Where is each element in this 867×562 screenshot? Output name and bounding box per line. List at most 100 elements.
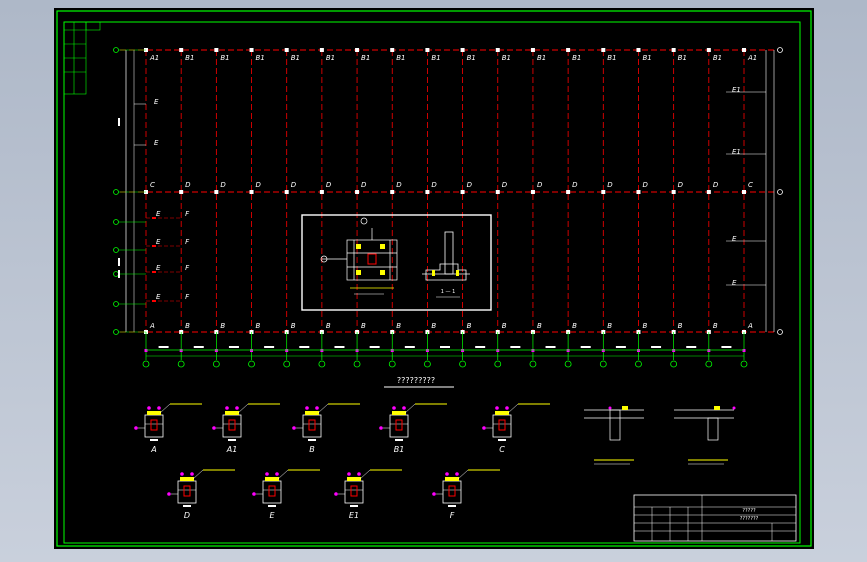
left-lower-label: E <box>156 210 161 218</box>
detail-label: B <box>309 445 315 454</box>
top-axis-label: B1 <box>713 54 722 62</box>
top-axis-label: B1 <box>185 54 194 62</box>
detail-dimension <box>268 505 276 507</box>
detail-dimension <box>395 439 403 441</box>
detail-marker-side <box>252 492 256 496</box>
detail-marker <box>357 472 361 476</box>
bottom-axis-label: B <box>713 322 718 330</box>
axis-bubble-left <box>113 247 119 253</box>
column-marker <box>460 48 465 52</box>
mid-axis-label: D <box>713 181 719 189</box>
right-lower-label: E <box>732 235 737 243</box>
detail-dimension <box>183 505 191 507</box>
detail-b1: B1 <box>379 403 447 454</box>
detail-leader <box>192 469 204 480</box>
detail-anchor-bolts <box>147 411 161 415</box>
axis-bubble <box>177 360 185 368</box>
top-axis-label: B1 <box>220 54 229 62</box>
section-title: ????????? <box>397 376 435 385</box>
detail-anchor-bolts <box>392 411 406 415</box>
mid-axis-label: D <box>185 181 191 189</box>
mid-axis-label: D <box>537 181 543 189</box>
column-marker <box>214 190 219 194</box>
detail-c: C <box>482 403 550 454</box>
mid-axis-label: D <box>678 181 684 189</box>
dimension-tick <box>179 349 183 352</box>
bottom-axis-label: B <box>678 322 683 330</box>
axis-bubble <box>318 360 326 368</box>
column-marker <box>601 48 606 52</box>
column-marker <box>706 190 711 194</box>
detail-dimension <box>350 505 358 507</box>
axis-bubble <box>353 360 361 368</box>
dimension-tick <box>636 349 640 352</box>
revision-table <box>63 21 101 95</box>
detail-a1: A1 <box>212 403 280 454</box>
detail-dimension <box>498 439 506 441</box>
detail-label: D <box>184 511 190 520</box>
left-lower-f-label: F <box>185 293 190 301</box>
detail-anchor-bolts <box>495 411 509 415</box>
detail-marker <box>180 472 184 476</box>
mid-axis-label: D <box>256 181 262 189</box>
top-axis-label: B1 <box>256 54 265 62</box>
detail-column <box>498 419 506 431</box>
left-upper-label: E <box>154 98 159 106</box>
column-marker <box>179 48 184 52</box>
axis-bubble <box>529 360 537 368</box>
detail-a: A <box>134 403 202 454</box>
dimension-tick <box>461 349 465 352</box>
column-marker <box>566 48 571 52</box>
top-axis-label: B1 <box>642 54 651 62</box>
left-lower-f-label: F <box>185 210 190 218</box>
detail-marker-side <box>212 426 216 430</box>
detail-column <box>150 419 158 431</box>
top-axis-label: A1 <box>747 54 757 62</box>
bottom-axis-label: A <box>149 322 155 330</box>
column-marker <box>495 48 500 52</box>
top-axis-label: B1 <box>396 54 405 62</box>
column-marker <box>425 190 430 194</box>
axis-bubble <box>494 360 502 368</box>
detail-dimension <box>150 439 158 441</box>
detail-dimension <box>308 439 316 441</box>
column-marker <box>390 190 395 194</box>
detail-label: A <box>150 445 156 454</box>
top-axis-label: B1 <box>537 54 546 62</box>
dimension-text <box>615 346 626 348</box>
axis-bubble <box>388 360 396 368</box>
top-axis-label: B1 <box>326 54 335 62</box>
detail-column <box>395 419 403 431</box>
detail-marker <box>157 406 161 410</box>
top-axis-label: B1 <box>291 54 300 62</box>
column-marker <box>319 48 324 52</box>
left-upper-label: E <box>154 139 159 147</box>
foundation-detail-box: 1 — 1 <box>301 214 492 311</box>
detail-label: E <box>269 511 275 520</box>
dimension-text <box>440 346 450 348</box>
detail-marker <box>445 472 449 476</box>
axis-bubble-right <box>777 47 783 53</box>
dimension-tick <box>355 349 359 352</box>
detail-marker-side <box>432 492 436 496</box>
bottom-axis-label: B <box>396 322 401 330</box>
detail-anchor-bolts <box>265 477 279 481</box>
detail-marker <box>265 472 269 476</box>
detail-d: D <box>167 469 235 520</box>
dimension-text <box>228 346 239 348</box>
mid-axis-label: C <box>150 181 155 189</box>
detail-anchor-bolts <box>305 411 319 415</box>
axis-bubble-left <box>113 329 119 335</box>
mid-axis-label: D <box>502 181 508 189</box>
detail-leader <box>317 403 329 414</box>
column-marker <box>671 190 676 194</box>
detail-marker-side <box>482 426 486 430</box>
mid-axis-label: D <box>431 181 437 189</box>
axis-bubble <box>459 360 466 368</box>
column-marker <box>742 190 746 194</box>
bracing-marker <box>152 271 156 273</box>
mid-axis-label: D <box>467 181 473 189</box>
